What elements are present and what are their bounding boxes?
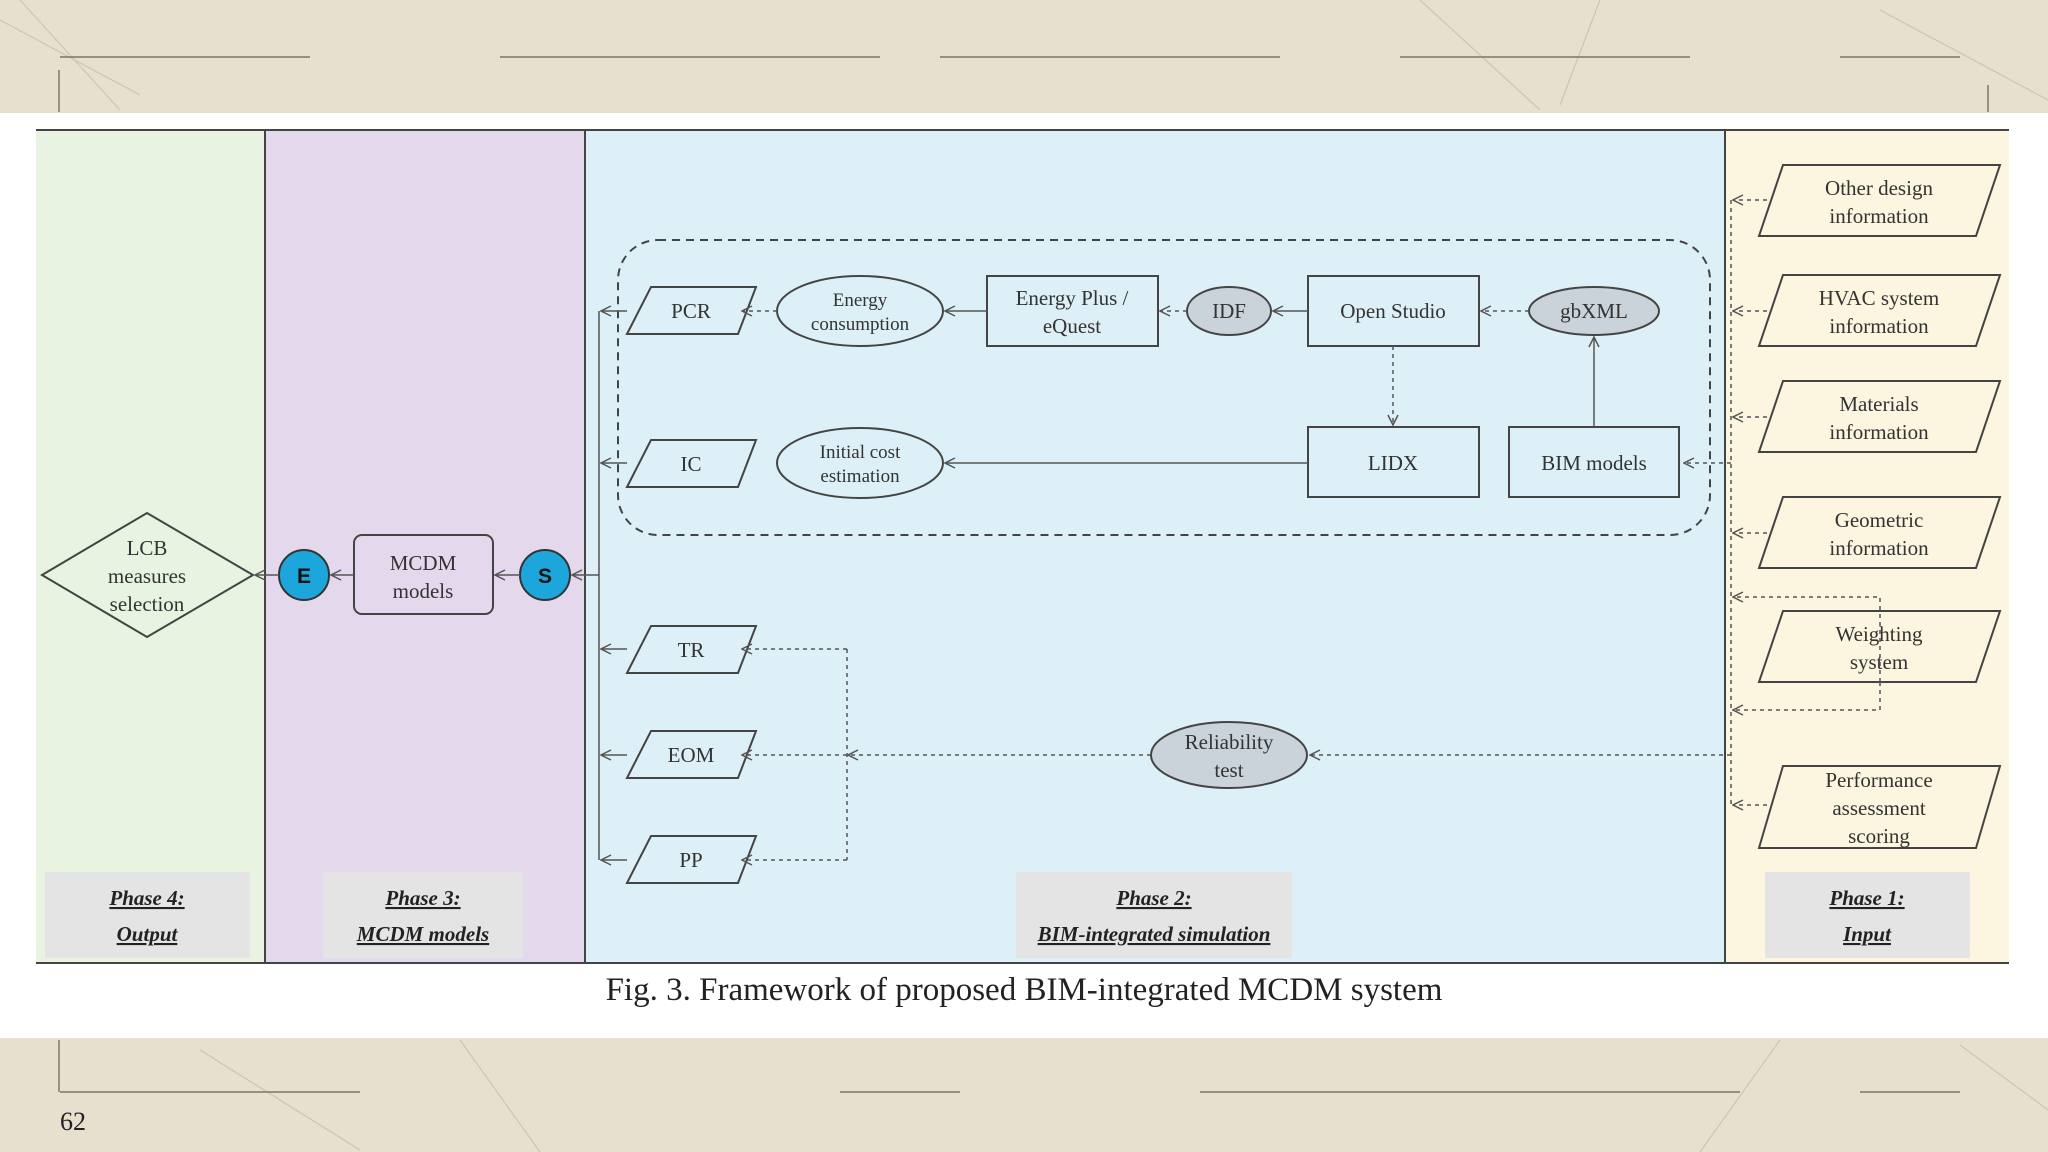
phase4-label-box — [45, 872, 250, 958]
energy-consumption-ellipse: Energy consumption — [776, 275, 944, 347]
energyplus-box: Energy Plus / eQuest — [986, 275, 1159, 347]
open-studio-box: Open Studio — [1307, 275, 1480, 347]
svg-text:LIDX: LIDX — [1368, 451, 1418, 475]
svg-text:E: E — [297, 565, 311, 588]
lcb-measures-diamond: LCB measures selection — [40, 511, 255, 639]
input-other-design: Other design information — [1757, 164, 2002, 237]
svg-text:test: test — [1214, 758, 1243, 782]
phase4-title: Phase 4: — [108, 886, 184, 910]
phase2-label-box — [1016, 872, 1292, 958]
gbxml-ellipse: gbXML — [1528, 286, 1660, 336]
svg-text:Energy Plus /: Energy Plus / — [1016, 286, 1129, 310]
svg-text:assessment: assessment — [1832, 796, 1925, 820]
svg-text:Performance: Performance — [1825, 768, 1932, 792]
pp-parallelogram: PP — [625, 835, 758, 884]
svg-text:MCDM: MCDM — [390, 551, 457, 575]
svg-text:Initial cost: Initial cost — [820, 442, 901, 463]
svg-text:Other design: Other design — [1825, 176, 1933, 200]
phase2-panel — [585, 130, 1725, 963]
svg-text:Weighting: Weighting — [1836, 622, 1923, 646]
phase1-title: Phase 1: — [1828, 886, 1904, 910]
phase1-subtitle: Input — [1842, 922, 1892, 946]
svg-text:BIM models: BIM models — [1541, 451, 1647, 475]
mcdm-models-box: MCDM models — [353, 534, 494, 615]
svg-text:LCB: LCB — [127, 536, 168, 560]
svg-text:scoring: scoring — [1848, 824, 1910, 848]
svg-text:IDF: IDF — [1212, 299, 1246, 323]
figure-caption: Fig. 3. Framework of proposed BIM-integr… — [605, 972, 1443, 1008]
phase2-subtitle: BIM-integrated simulation — [1037, 922, 1271, 946]
reliability-test-ellipse: Reliability test — [1150, 721, 1308, 789]
idf-ellipse: IDF — [1186, 286, 1272, 336]
svg-text:measures: measures — [108, 564, 186, 588]
svg-text:selection: selection — [110, 592, 185, 616]
svg-text:system: system — [1850, 650, 1908, 674]
phase2-title: Phase 2: — [1115, 886, 1191, 910]
svg-text:information: information — [1829, 420, 1929, 444]
tr-parallelogram: TR — [625, 625, 758, 674]
svg-text:PP: PP — [679, 848, 702, 872]
svg-text:PCR: PCR — [671, 299, 711, 323]
phase3-label-box — [323, 872, 523, 958]
eom-parallelogram: EOM — [625, 730, 758, 779]
svg-text:HVAC system: HVAC system — [1819, 286, 1939, 310]
input-hvac-system: HVAC system information — [1757, 274, 2002, 347]
svg-text:information: information — [1829, 536, 1929, 560]
svg-text:Open Studio: Open Studio — [1340, 299, 1446, 323]
phase3-subtitle: MCDM models — [356, 922, 489, 946]
lidx-box: LIDX — [1307, 426, 1480, 498]
page-number: 62 — [60, 1107, 86, 1136]
phase1-label-box — [1765, 872, 1970, 958]
e-node: E — [278, 549, 330, 601]
input-geometric: Geometric information — [1757, 496, 2002, 569]
input-performance-scoring: Performance assessment scoring — [1757, 765, 2002, 849]
svg-text:Energy: Energy — [833, 290, 888, 311]
svg-text:models: models — [393, 579, 454, 603]
svg-text:IC: IC — [681, 452, 702, 476]
svg-text:TR: TR — [678, 638, 705, 662]
svg-text:EOM: EOM — [668, 743, 715, 767]
simulation-boundary — [617, 239, 1711, 536]
svg-text:information: information — [1829, 314, 1929, 338]
svg-text:gbXML: gbXML — [1560, 299, 1628, 323]
pcr-parallelogram: PCR — [625, 286, 758, 335]
svg-text:information: information — [1829, 204, 1929, 228]
bim-models-box: BIM models — [1508, 426, 1680, 498]
svg-text:estimation: estimation — [820, 466, 900, 487]
svg-text:consumption: consumption — [811, 314, 910, 335]
svg-text:eQuest: eQuest — [1043, 314, 1101, 338]
svg-text:Reliability: Reliability — [1185, 730, 1274, 754]
phase3-title: Phase 3: — [384, 886, 460, 910]
svg-text:S: S — [538, 565, 552, 588]
svg-text:Materials: Materials — [1839, 392, 1918, 416]
ic-parallelogram: IC — [625, 439, 758, 488]
input-materials: Materials information — [1757, 380, 2002, 453]
phase4-subtitle: Output — [117, 922, 179, 946]
svg-text:Geometric: Geometric — [1835, 508, 1924, 532]
initial-cost-ellipse: Initial cost estimation — [776, 427, 944, 499]
s-node: S — [519, 549, 571, 601]
